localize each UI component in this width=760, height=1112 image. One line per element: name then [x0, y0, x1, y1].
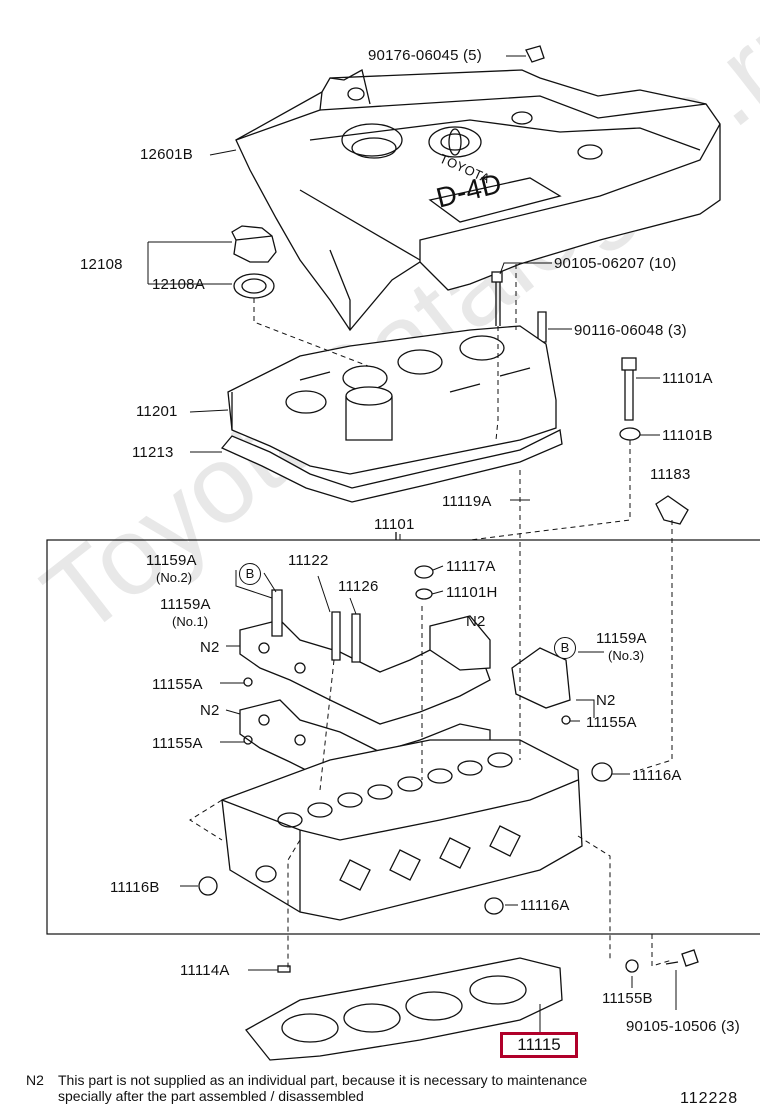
label-11101h: 11101H	[446, 584, 498, 601]
label-11101b: 11101B	[662, 427, 713, 444]
footnote-mark: N2	[26, 1072, 44, 1088]
callout-b-right: B	[554, 637, 576, 659]
label-n2-right: N2	[596, 692, 616, 709]
label-11201: 11201	[136, 403, 178, 420]
label-11159a-no2: 11159A	[146, 552, 197, 569]
highlighted-part-11115[interactable]: 11115	[500, 1032, 578, 1058]
label-11119a: 11119A	[442, 493, 492, 510]
head-gasket-drawing	[245, 957, 563, 1061]
label-11159a-no1: 11159A	[160, 596, 211, 613]
head-cover-drawing	[220, 325, 563, 503]
alignment-lines	[189, 264, 673, 968]
label-11155a-lower: 11155A	[152, 735, 203, 752]
label-11155a-upper: 11155A	[152, 676, 203, 693]
label-11183: 11183	[650, 466, 691, 483]
label-n2-upper-left: N2	[200, 639, 220, 656]
label-12108a: 12108A	[152, 276, 205, 293]
cylinder-head-frame	[46, 539, 760, 935]
engine-cover-drawing	[235, 69, 721, 332]
label-11117a: 11117A	[446, 558, 496, 575]
label-11213: 11213	[132, 444, 174, 461]
label-90116-06048: 90116-06048 (3)	[574, 322, 687, 339]
label-n2-upper-right: N2	[466, 613, 486, 630]
oil-cap-drawing	[231, 225, 277, 299]
label-12108: 12108	[80, 256, 123, 273]
label-90176-06045: 90176-06045 (5)	[368, 47, 482, 64]
label-11122: 11122	[288, 552, 329, 569]
small-parts-drawing	[198, 565, 639, 973]
cylinder-head-drawing	[221, 739, 583, 921]
label-11116a-right: 11116A	[632, 767, 682, 784]
footnote-line1: This part is not supplied as an individu…	[58, 1072, 588, 1088]
leader-lines	[147, 55, 677, 1032]
label-11101: 11101	[374, 516, 415, 533]
label-no1: (No.1)	[172, 614, 209, 629]
label-11155a-right: 11155A	[586, 714, 637, 731]
figure-number: 112228	[680, 1090, 739, 1107]
callout-b-left: B	[239, 563, 261, 585]
label-11159a-no3: 11159A	[596, 630, 647, 647]
label-no3: (No.3)	[608, 648, 645, 663]
label-11116b: 11116B	[110, 879, 160, 896]
label-11116a-bottom: 11116A	[520, 897, 570, 914]
footnote-line2: specially after the part assembled / dis…	[58, 1088, 364, 1104]
label-11101a: 11101A	[662, 370, 713, 387]
label-11155b: 11155B	[602, 990, 653, 1007]
label-no2: (No.2)	[156, 570, 193, 585]
bolts-drawing	[491, 45, 699, 967]
label-11114a: 11114A	[180, 962, 230, 979]
label-11126: 11126	[338, 578, 379, 595]
label-90105-06207: 90105-06207 (10)	[554, 255, 677, 272]
label-12601b: 12601B	[140, 146, 193, 163]
label-n2-lower-left: N2	[200, 702, 220, 719]
label-90105-10506: 90105-10506 (3)	[626, 1018, 740, 1035]
